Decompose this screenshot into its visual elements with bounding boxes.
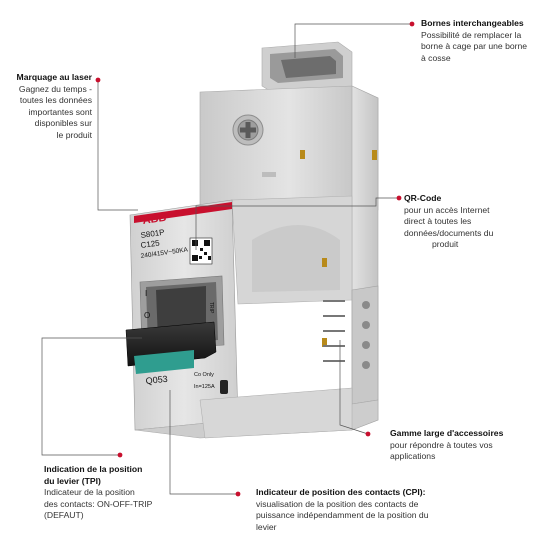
callout-gamme-line-2: applications xyxy=(390,451,436,461)
callout-laser-line-1: Gagnez du temps - xyxy=(18,83,92,94)
callout-tpi-title-2: du levier (TPI) xyxy=(44,475,101,486)
callout-bornes-title: Bornes interchangeables xyxy=(421,18,524,28)
callout-tpi-line-1: Indicateur de la position xyxy=(44,487,135,497)
code-label: Q053 xyxy=(145,374,168,386)
callout-qr: QR-Code pour un accès Internet direct à … xyxy=(404,193,534,251)
callout-gamme: Gamme large d'accessoires pour répondre … xyxy=(390,428,540,463)
brand-logo: ABB xyxy=(142,212,167,227)
callout-qr-line-2: direct à toutes les xyxy=(404,216,472,226)
callout-laser-line-4: disponibles sur xyxy=(34,118,92,128)
callout-qr-line-3: données/documents du xyxy=(404,227,494,238)
callout-bornes-line-3: à cosse xyxy=(421,52,451,63)
callout-gamme-title: Gamme large d'accessoires xyxy=(390,428,504,438)
off-mark: O xyxy=(144,311,150,320)
leader-dots xyxy=(95,21,415,497)
model-label: S801P xyxy=(140,228,165,240)
callout-laser: Marquage au laser Gagnez du temps - tout… xyxy=(10,72,92,141)
trip-label: TRIP xyxy=(208,302,214,314)
callout-laser-line-3: importantes sont xyxy=(28,106,92,117)
callout-cpi-title: Indicateur de position des contacts (CPI… xyxy=(256,487,426,497)
callout-laser-title: Marquage au laser xyxy=(16,72,92,82)
callout-laser-line-5: le produit xyxy=(56,129,92,140)
callout-bornes-line-2: borne à cage par une borne xyxy=(421,41,528,51)
callout-cpi-line-2: puissance indépendamment de la position … xyxy=(256,510,429,520)
lower-body xyxy=(134,387,379,439)
side-panel xyxy=(231,195,379,405)
qr-code xyxy=(189,237,213,265)
callout-qr-line-1: pour un accès Internet xyxy=(404,204,490,215)
callout-cpi-line-3: levier xyxy=(256,521,277,532)
callout-tpi-line-2: des contacts: ON-OFF-TRIP xyxy=(44,498,153,509)
callout-qr-title: QR-Code xyxy=(404,193,442,203)
current-label: In=125A xyxy=(194,384,215,390)
leader-lines xyxy=(41,23,412,495)
callout-bornes: Bornes interchangeables Possibilité de r… xyxy=(421,18,551,64)
rating-label: C125 xyxy=(140,238,161,250)
callout-bornes-line-1: Possibilité de remplacer la xyxy=(421,29,522,40)
callout-gamme-line-1: pour répondre à toutes vos xyxy=(390,439,493,450)
callout-cpi: Indicateur de position des contacts (CPI… xyxy=(256,487,456,533)
callout-tpi-title: Indication de la position xyxy=(44,464,143,474)
callout-tpi-line-3: (DEFAUT) xyxy=(44,510,84,520)
callout-qr-line-4: produit xyxy=(432,239,459,249)
co-only-label: Co Only xyxy=(194,372,214,378)
callout-tpi: Indication de la position du levier (TPI… xyxy=(44,464,184,522)
on-mark: I xyxy=(145,289,147,298)
callout-laser-line-2: toutes les données xyxy=(19,95,92,105)
callout-cpi-line-1: visualisation de la position des contact… xyxy=(256,498,419,509)
top-terminal-housing xyxy=(261,41,353,95)
